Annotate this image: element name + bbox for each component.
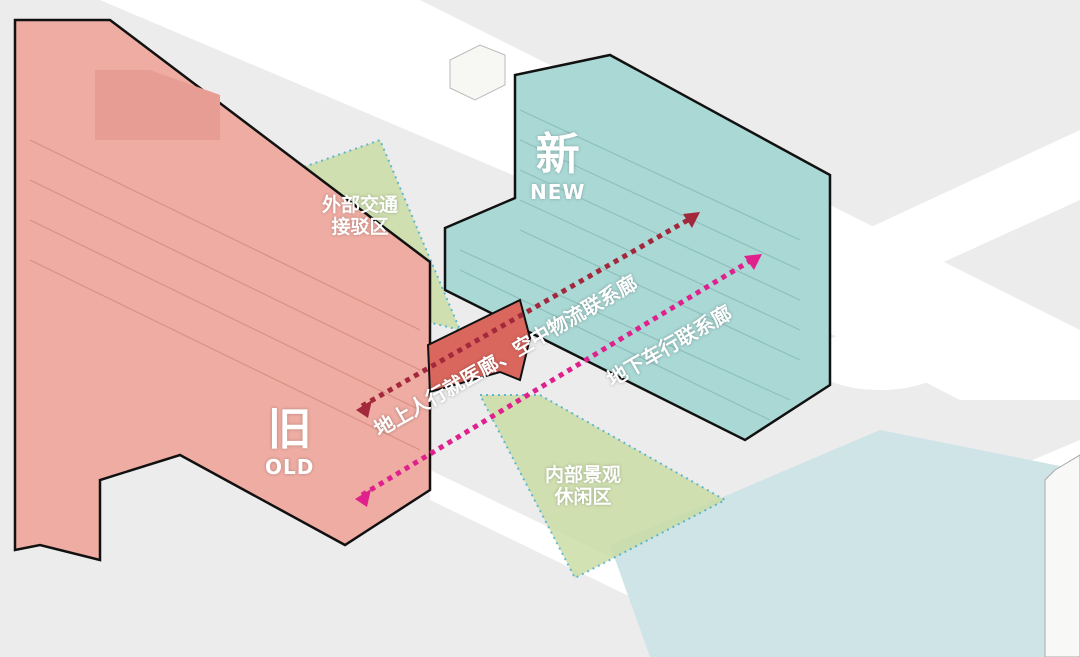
side-building (1044, 454, 1080, 657)
new-label-cn: 新 (535, 129, 580, 180)
external-zone-line1: 外部交通 (322, 194, 399, 216)
new-building-label: 新 NEW (530, 129, 586, 204)
new-building (443, 53, 832, 442)
internal-zone-area (478, 394, 728, 580)
water (610, 430, 1080, 657)
internal-zone-label: 内部景观 休闲区 (545, 464, 622, 509)
old-building-label: 旧 OLD (265, 404, 315, 479)
old-label-en: OLD (265, 454, 315, 479)
above-ground-corridor-arrow (356, 212, 700, 418)
old-building (13, 18, 432, 562)
external-zone-label: 外部交通 接驳区 (322, 194, 399, 239)
new-label-en: NEW (530, 179, 586, 204)
small-building (449, 44, 506, 101)
underground-corridor-arrow (355, 254, 762, 507)
internal-zone-line1: 内部景观 (545, 464, 622, 486)
external-zone-line2: 接驳区 (331, 215, 389, 238)
old-label-cn: 旧 (267, 404, 312, 455)
internal-zone-line2: 休闲区 (554, 485, 612, 508)
